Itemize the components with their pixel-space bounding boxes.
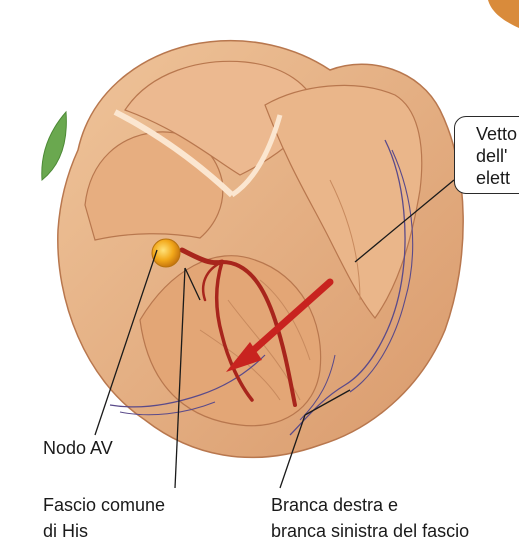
his-bundle-label-line2: di His [43, 520, 88, 542]
leaf-shape [42, 112, 67, 180]
vector-callout-box: Vetto dell' elett [454, 116, 519, 194]
branches-label-line1: Branca destra e [271, 494, 398, 516]
corner-decoration [488, 0, 519, 28]
his-bundle-label-line1: Fascio comune [43, 494, 165, 516]
branches-label-line2: branca sinistra del fascio [271, 520, 469, 542]
vector-label-line2: dell' [476, 145, 519, 167]
vector-label-line1: Vetto [476, 123, 519, 145]
av-node-label: Nodo AV [43, 437, 113, 459]
vector-label-line3: elett [476, 167, 519, 189]
